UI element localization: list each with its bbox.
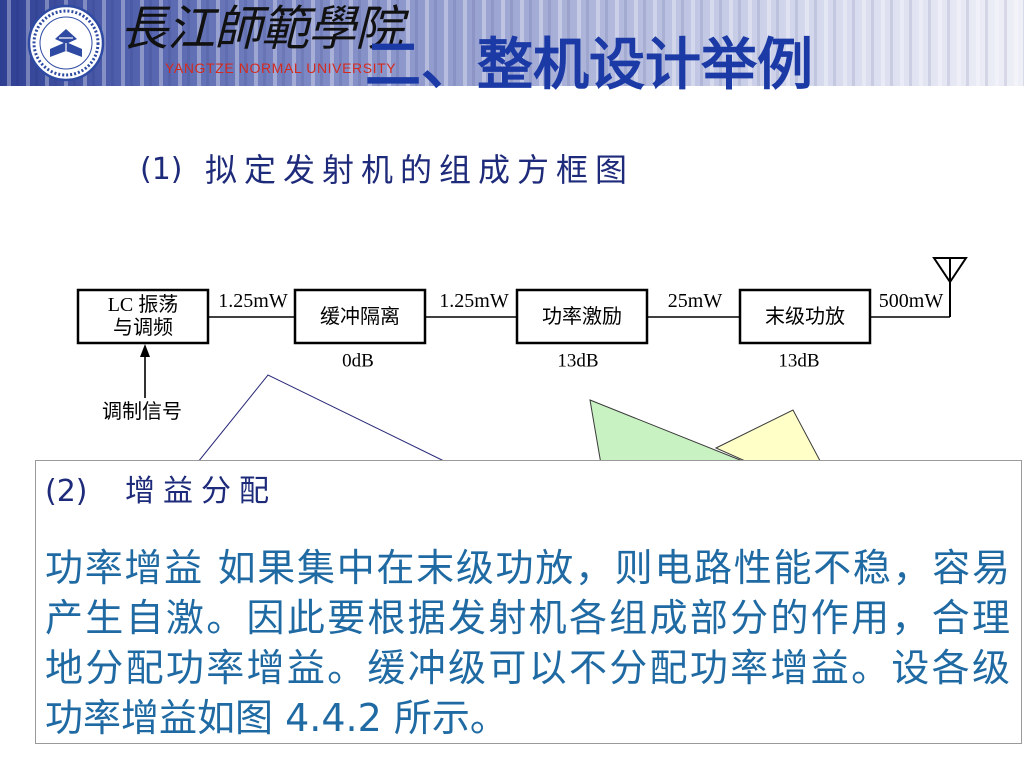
input-arrow-head (140, 344, 150, 357)
power-level-label: 1.25mW (218, 290, 288, 312)
section-2-heading: 增益分配 (125, 475, 277, 508)
paragraph-line: 功率增益 如果集中在末级功放，则电路性能不稳，容易 (45, 546, 1010, 590)
block-buffer-label: 缓冲隔离 (320, 305, 400, 328)
seal-text-ring (32, 9, 100, 77)
arrow-up-icon (140, 344, 150, 398)
university-seal-icon (27, 4, 105, 82)
block-lc-oscillator (76, 288, 210, 345)
block-lc-oscillator-label-line-1: LC 振荡 (108, 293, 179, 316)
block-lc-oscillator-label-line-2: 与调频 (113, 316, 173, 339)
section-1-heading: 拟定发射机的组成方框图 (205, 152, 635, 188)
block-buffer-gain: 0dB (342, 351, 374, 372)
paragraph-line: 功率增益如图 4.4.2 所示。 (45, 696, 508, 740)
gain-allocation-text-box: (2) 增益分配 功率增益 如果集中在末级功放，则电路性能不稳，容易 产生自激。… (35, 460, 1022, 744)
power-level-label: 1.25mW (439, 290, 509, 312)
power-level-label: 25mW (668, 290, 723, 312)
seal-inner-ring (39, 16, 93, 70)
block-power-driver-label: 功率激励 (542, 305, 622, 328)
slide-title: 二、整机设计举例 (365, 33, 813, 98)
block-power-driver-gain: 13dB (557, 351, 598, 372)
paragraph-line: 产生自激。因此要根据发射机各组成部分的作用，合理 (45, 596, 1010, 640)
section-2-number: (2) (45, 474, 88, 509)
university-english-name: YANGTZE NORMAL UNIVERSITY (165, 60, 397, 76)
block-buffer (293, 288, 427, 345)
block-final-amplifier (738, 288, 872, 345)
callout-outline (197, 374, 447, 463)
antenna-triangle (932, 257, 968, 284)
gain-allocation-paragraph: 功率增益 如果集中在末级功放，则电路性能不稳，容易 产生自激。因此要根据发射机各… (45, 543, 1010, 743)
header-band (0, 0, 1024, 86)
university-calligraphy-logo: 長江師範學院 (120, 3, 403, 56)
input-signal-label: 调制信号 (102, 400, 182, 423)
callout-decorations (197, 374, 827, 473)
block-final-amplifier-label: 末级功放 (765, 305, 845, 328)
section-1-number: (1) (140, 152, 183, 187)
paragraph-line: 地分配功率增益。缓冲级可以不分配功率增益。设各级 (45, 646, 1010, 690)
antenna-icon (932, 257, 968, 317)
seal-page-emblem (55, 29, 77, 44)
block-power-driver (515, 288, 649, 345)
block-final-amplifier-gain: 13dB (778, 351, 819, 372)
power-level-label: 500mW (879, 290, 944, 312)
